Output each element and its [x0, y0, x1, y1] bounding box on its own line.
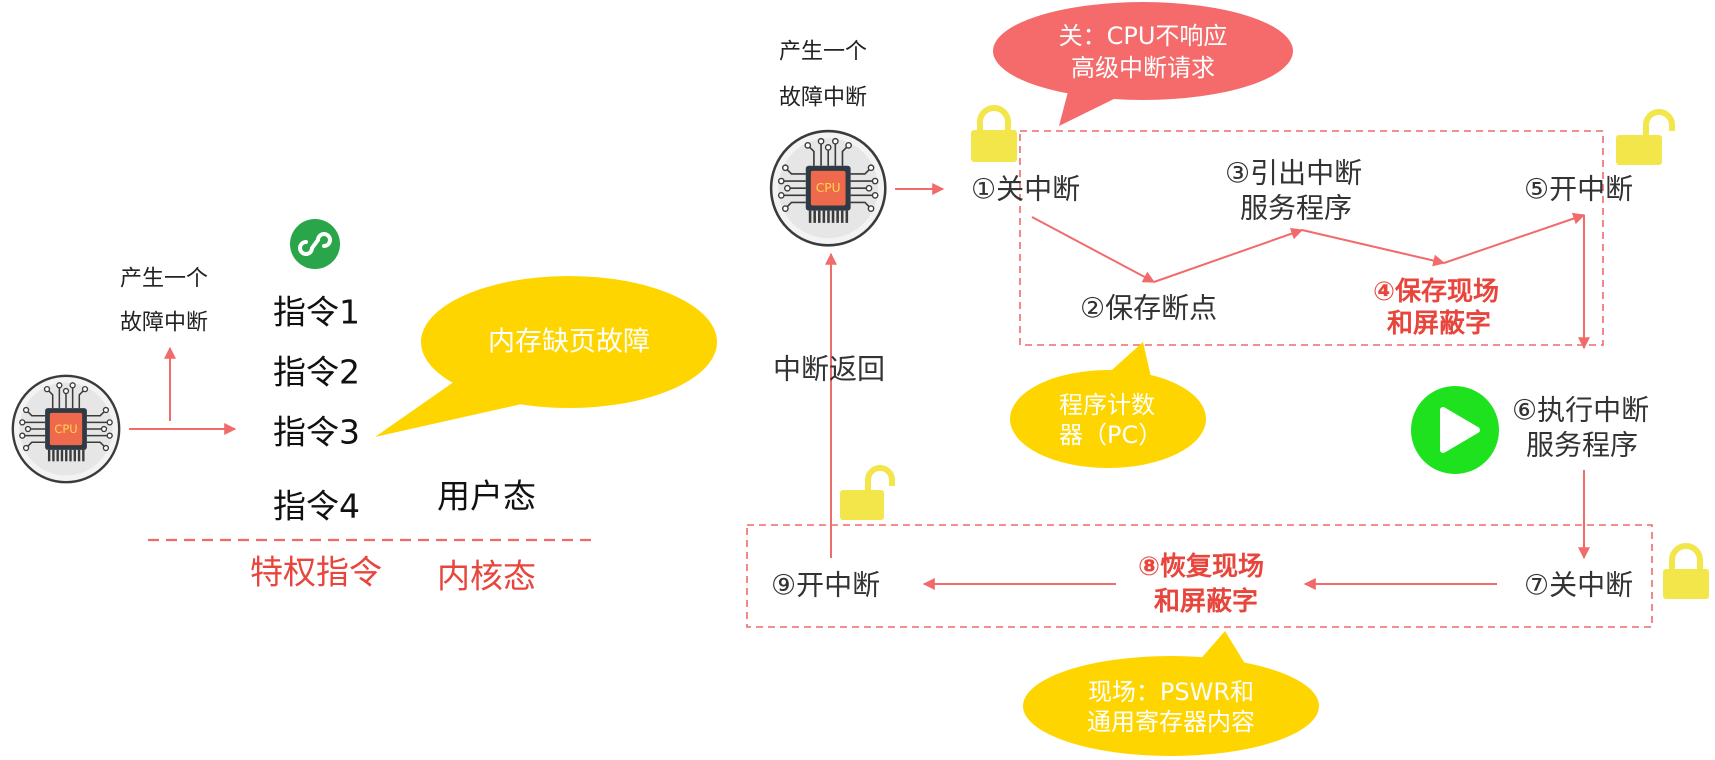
- lock-closed-icon: [1663, 543, 1709, 599]
- cpu-chip-icon: CPU: [11, 374, 121, 484]
- page-fault-text: 内存缺页故障: [488, 327, 650, 358]
- arrow-step1-to-step2: [1031, 216, 1156, 283]
- arrow-step4-to-step5: [1443, 212, 1586, 264]
- step8-line1: ⑧恢复现场: [1138, 552, 1264, 582]
- step3-line2: 服务程序: [1240, 192, 1352, 225]
- instruction-2: 指令2: [273, 353, 360, 392]
- mini-program-icon: [290, 219, 340, 269]
- page-fault-bubble: 内存缺页故障: [375, 276, 717, 437]
- context-bubble: 现场：PSWR和 通用寄存器内容: [1023, 631, 1319, 756]
- step4-line2: 和屏蔽字: [1387, 308, 1491, 339]
- instruction-1: 指令1: [273, 293, 360, 332]
- right-scene: 产生一个 故障中断 CPU 关：CPU不响应 高级中断请求 ①关中断 ③引出中断…: [746, 2, 1709, 756]
- cpu-chip-label: CPU: [54, 422, 77, 436]
- lock-closed-icon: [971, 105, 1017, 162]
- lock-open-icon: [1616, 109, 1675, 165]
- step6-line2: 服务程序: [1526, 429, 1638, 462]
- step8-line2: 和屏蔽字: [1154, 586, 1258, 617]
- cpu-chip-icon: CPU: [769, 129, 887, 247]
- context-note-line1: 现场：PSWR和: [1088, 678, 1254, 706]
- step6-line1: ⑥执行中断: [1512, 394, 1649, 427]
- fault-label-line2: 故障中断: [779, 86, 867, 111]
- step3-line1: ③引出中断: [1225, 157, 1362, 190]
- instruction-3: 指令3: [273, 413, 360, 452]
- fault-label-line1: 产生一个: [779, 40, 867, 65]
- cpu-chip-label: CPU: [816, 181, 841, 195]
- pc-note-line2: 器（PC）: [1059, 421, 1162, 449]
- user-mode-label: 用户态: [437, 477, 536, 516]
- step9-enable-interrupt: ⑨开中断: [771, 569, 880, 602]
- play-icon: [1411, 386, 1499, 474]
- step4-line1: ④保存现场: [1373, 277, 1499, 307]
- step7-disable-interrupt: ⑦关中断: [1524, 569, 1633, 602]
- privileged-instruction-label: 特权指令: [250, 553, 382, 592]
- disable-interrupt-bubble: 关：CPU不响应 高级中断请求: [993, 2, 1293, 126]
- step1-disable-interrupt: ①关中断: [971, 173, 1080, 206]
- step2-save-breakpoint: ②保存断点: [1080, 292, 1217, 325]
- interrupt-return-label: 中断返回: [773, 353, 885, 386]
- lock-open-icon: [840, 465, 895, 520]
- instruction-4: 指令4: [273, 487, 360, 526]
- restore-context-group-box: [746, 524, 1653, 628]
- pc-note-line1: 程序计数: [1059, 391, 1155, 419]
- arrow-step2-to-step3: [1153, 227, 1304, 283]
- save-context-group-box: [1019, 130, 1604, 346]
- disable-note-line1: 关：CPU不响应: [1059, 22, 1228, 50]
- step5-enable-interrupt: ⑤开中断: [1524, 173, 1633, 206]
- left-scene: CPU 产生一个 故障中断 指令1 指令2 指令3 指令4 用户态 特权指令 内…: [11, 219, 717, 596]
- context-note-line2: 通用寄存器内容: [1087, 708, 1255, 736]
- fault-label-line2: 故障中断: [120, 311, 208, 336]
- program-counter-bubble: 程序计数 器（PC）: [1010, 342, 1206, 468]
- disable-note-line2: 高级中断请求: [1071, 54, 1215, 82]
- arrow-step3-to-step4: [1301, 229, 1446, 267]
- kernel-mode-label: 内核态: [437, 557, 536, 596]
- fault-label-line1: 产生一个: [120, 267, 208, 292]
